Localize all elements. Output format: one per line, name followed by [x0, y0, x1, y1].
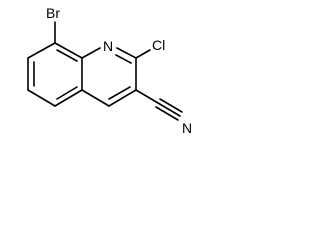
bond-c2-cl: [135, 49, 151, 59]
bond-c8a-n1: [81, 47, 101, 59]
bond-c3-cn: [135, 89, 159, 104]
bond-c4a-c5: [54, 89, 83, 107]
bond-c3-c4-inner: [108, 86, 131, 100]
bond-nitrile-3: [155, 106, 179, 121]
bond-n1-c2-inner: [115, 54, 132, 64]
atom-label-bromine: Br: [46, 5, 60, 21]
atom-label-nitrile-nitrogen: N: [182, 120, 192, 136]
atom-label-ring-nitrogen: N: [103, 38, 113, 54]
bond-nitrile-1: [157, 102, 181, 117]
molecule-structure: Br N Cl N: [27, 5, 192, 136]
bond-c4a-c5-inner: [56, 86, 78, 100]
bond-c3-c4: [108, 89, 137, 107]
bond-c7-c8: [27, 42, 56, 59]
bond-c5-c6: [27, 89, 56, 107]
bond-c4-c4a: [81, 89, 110, 107]
bond-c8-c8a-inner: [56, 49, 78, 62]
bond-n1-c2: [116, 47, 137, 59]
atom-label-chlorine: Cl: [152, 37, 165, 53]
bond-c8-c8a: [54, 42, 83, 59]
bond-nitrile-2: [159, 98, 183, 113]
